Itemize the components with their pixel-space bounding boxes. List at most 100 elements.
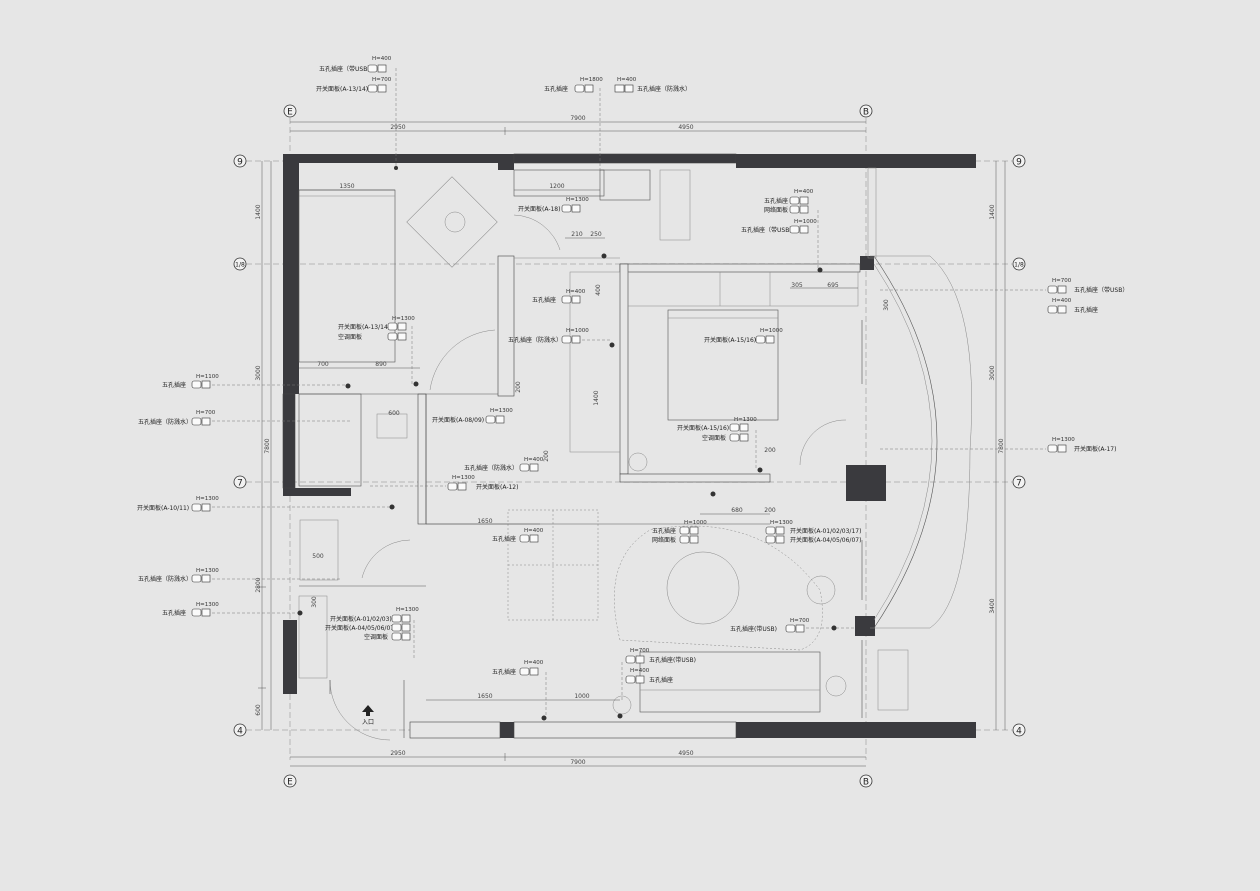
entrance-marker: 入口 bbox=[362, 705, 374, 726]
svg-text:五孔插座: 五孔插座 bbox=[532, 296, 556, 304]
svg-text:300: 300 bbox=[883, 299, 890, 311]
svg-text:9: 9 bbox=[1016, 158, 1022, 168]
grid-bubble-bottom-B: B bbox=[859, 774, 873, 788]
svg-text:五孔插座: 五孔插座 bbox=[544, 85, 568, 93]
svg-text:700: 700 bbox=[317, 361, 329, 368]
svg-text:H=1300: H=1300 bbox=[566, 197, 589, 203]
svg-text:开关面板(A-13/14): 开关面板(A-13/14) bbox=[338, 323, 390, 331]
svg-text:五孔插座（防溅水）: 五孔插座（防溅水） bbox=[637, 85, 691, 93]
grid-bubble-left-9: 9 bbox=[233, 154, 247, 168]
svg-text:开关面板(A-04/05/06/07): 开关面板(A-04/05/06/07) bbox=[325, 624, 396, 632]
grid-bubble-top-B: B bbox=[859, 104, 873, 118]
svg-text:3400: 3400 bbox=[989, 598, 996, 613]
svg-text:695: 695 bbox=[827, 282, 839, 289]
svg-text:H=1300: H=1300 bbox=[734, 417, 757, 423]
svg-text:H=1300: H=1300 bbox=[396, 607, 419, 613]
svg-text:空调面板: 空调面板 bbox=[364, 633, 388, 641]
grid-bubble-bottom-E: E bbox=[283, 774, 297, 788]
svg-text:五孔插座: 五孔插座 bbox=[652, 527, 676, 535]
svg-text:空调面板: 空调面板 bbox=[702, 434, 726, 442]
svg-text:9: 9 bbox=[237, 158, 243, 168]
svg-text:开关面板(A-01/02/03/17): 开关面板(A-01/02/03/17) bbox=[790, 527, 861, 535]
svg-text:3000: 3000 bbox=[255, 365, 262, 380]
left-annotations: H=1100 五孔插座 H=700 五孔插座（防溅水） H=1300 开关面板(… bbox=[137, 374, 395, 617]
svg-text:开关面板(A-12): 开关面板(A-12) bbox=[476, 483, 518, 491]
svg-text:890: 890 bbox=[375, 361, 387, 368]
svg-text:7900: 7900 bbox=[570, 115, 585, 122]
svg-text:7800: 7800 bbox=[998, 438, 1005, 453]
svg-text:H=400: H=400 bbox=[372, 56, 392, 62]
svg-text:600: 600 bbox=[255, 704, 262, 716]
svg-text:五孔插座（防溅水）: 五孔插座（防溅水） bbox=[138, 575, 192, 583]
svg-text:五孔插座（带USB）: 五孔插座（带USB） bbox=[741, 226, 795, 234]
svg-text:2950: 2950 bbox=[390, 124, 405, 131]
dimension-top: 7900 2950 4950 bbox=[290, 115, 866, 135]
svg-text:H=700: H=700 bbox=[630, 648, 650, 654]
right-annotations: H=700 五孔插座（带USB） H=400 五孔插座 H=1300 开关面板(… bbox=[880, 278, 1128, 453]
svg-text:开关面板(A-10/11): 开关面板(A-10/11) bbox=[137, 504, 189, 512]
svg-text:五孔插座: 五孔插座 bbox=[649, 676, 673, 684]
svg-text:五孔插座: 五孔插座 bbox=[764, 197, 788, 205]
svg-text:H=700: H=700 bbox=[196, 410, 216, 416]
svg-text:1/8: 1/8 bbox=[1014, 262, 1024, 269]
svg-text:H=1000: H=1000 bbox=[794, 219, 817, 225]
svg-text:210: 210 bbox=[571, 231, 583, 238]
svg-text:开关面板(A-15/16): 开关面板(A-15/16) bbox=[677, 424, 729, 432]
svg-text:H=1300: H=1300 bbox=[196, 496, 219, 502]
dimension-right: 1400 3000 7800 3400 bbox=[989, 161, 1006, 730]
svg-text:开关面板(A-04/05/06/07): 开关面板(A-04/05/06/07) bbox=[790, 536, 861, 544]
svg-text:H=1100: H=1100 bbox=[196, 374, 219, 380]
svg-text:空调面板: 空调面板 bbox=[338, 333, 362, 341]
dimension-left: 1400 3000 7800 2800 600 bbox=[255, 161, 272, 730]
svg-text:200: 200 bbox=[764, 447, 776, 454]
svg-text:200: 200 bbox=[515, 381, 522, 393]
svg-text:3000: 3000 bbox=[989, 365, 996, 380]
svg-text:H=1300: H=1300 bbox=[196, 602, 219, 608]
svg-text:H=700: H=700 bbox=[372, 77, 392, 83]
svg-text:4950: 4950 bbox=[678, 124, 693, 131]
svg-text:入口: 入口 bbox=[362, 719, 374, 726]
svg-text:E: E bbox=[287, 108, 293, 118]
svg-text:1650: 1650 bbox=[477, 518, 492, 525]
svg-text:H=400: H=400 bbox=[524, 528, 544, 534]
svg-text:600: 600 bbox=[388, 410, 400, 417]
svg-text:五孔插座: 五孔插座 bbox=[162, 609, 186, 617]
svg-text:H=1300: H=1300 bbox=[490, 408, 513, 414]
dimension-bottom: 2950 4950 7900 bbox=[290, 750, 866, 767]
svg-text:1350: 1350 bbox=[339, 183, 354, 190]
svg-text:2950: 2950 bbox=[390, 750, 405, 757]
svg-text:H=1300: H=1300 bbox=[1052, 437, 1075, 443]
svg-text:H=400: H=400 bbox=[566, 289, 586, 295]
grid-bubble-right-4: 4 bbox=[1012, 723, 1026, 737]
outlet-markers bbox=[297, 253, 837, 721]
svg-text:五孔插座: 五孔插座 bbox=[492, 668, 516, 676]
grid-bubble-left-18: 1/8 bbox=[233, 257, 247, 271]
svg-text:H=400: H=400 bbox=[524, 660, 544, 666]
svg-text:H=400: H=400 bbox=[617, 77, 637, 83]
svg-text:五孔插座（带USB）: 五孔插座（带USB） bbox=[1074, 286, 1128, 294]
svg-text:H=400: H=400 bbox=[630, 668, 650, 674]
inner-annotations: H=1300 开关面板(A-13/14) 空调面板 H=1300 开关面板(A-… bbox=[325, 189, 861, 716]
svg-text:4: 4 bbox=[237, 727, 243, 737]
svg-text:五孔插座（防溅水）: 五孔插座（防溅水） bbox=[464, 464, 518, 472]
svg-text:300: 300 bbox=[311, 596, 318, 608]
svg-text:E: E bbox=[287, 778, 293, 788]
svg-text:H=400: H=400 bbox=[524, 457, 544, 463]
svg-text:五孔插座(带USB): 五孔插座(带USB) bbox=[649, 656, 696, 664]
svg-text:H=1300: H=1300 bbox=[770, 520, 793, 526]
svg-text:250: 250 bbox=[590, 231, 602, 238]
grid-bubble-left-7: 7 bbox=[233, 475, 247, 489]
svg-text:五孔插座: 五孔插座 bbox=[1074, 306, 1098, 314]
svg-text:1400: 1400 bbox=[593, 390, 600, 405]
svg-text:H=1300: H=1300 bbox=[392, 316, 415, 322]
svg-text:1400: 1400 bbox=[255, 204, 262, 219]
grid-bubble-right-18: 1/8 bbox=[1012, 257, 1026, 271]
svg-text:H=1000: H=1000 bbox=[760, 328, 783, 334]
svg-text:H=700: H=700 bbox=[790, 618, 810, 624]
svg-text:开关面板(A-18): 开关面板(A-18) bbox=[518, 205, 560, 213]
svg-text:H=1000: H=1000 bbox=[566, 328, 589, 334]
svg-text:五孔插座（防溅水）: 五孔插座（防溅水） bbox=[508, 336, 562, 344]
svg-text:五孔插座（带USB）: 五孔插座（带USB） bbox=[319, 65, 373, 73]
svg-text:400: 400 bbox=[595, 284, 602, 296]
